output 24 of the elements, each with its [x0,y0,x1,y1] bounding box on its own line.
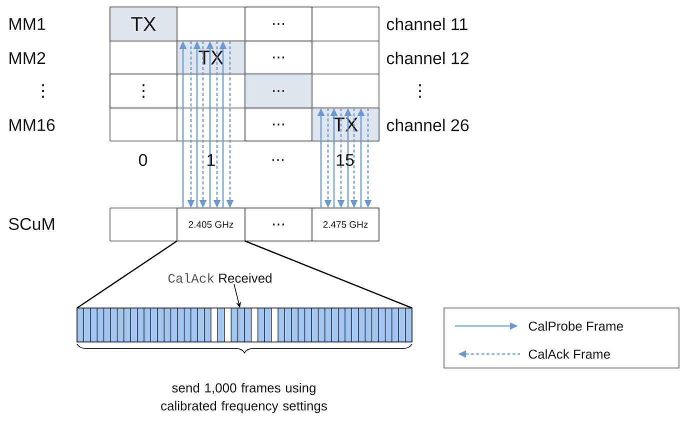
grid-cell: TX [110,6,178,42]
grid-cell: ... [244,6,312,42]
zoom-line [76,240,178,309]
frequency-cell: 2.475 GHz [312,208,380,242]
label: ⋮ [42,84,44,98]
label: channel 11 [386,18,468,30]
label: MM1 [10,18,46,30]
legend-label: CalAck Frame [528,349,610,359]
label: send 1,000 frames using calibrated frequency settings [161,382,327,414]
zoom-line [244,240,412,309]
label: 0 [138,154,148,166]
frequency-cell: ... [244,208,312,242]
label: ⋮ [419,84,421,98]
label: ... [272,159,284,161]
label: MM16 [10,118,55,132]
grid-cell: ... [244,74,312,108]
label: channel 12 [386,52,468,64]
label: MM2 [10,52,46,64]
frame-strip [76,308,412,342]
grid-cell: ⋮ [110,74,178,108]
frequency-cell: 2.405 GHz [176,208,246,242]
label: SCuM [8,218,54,230]
callout-text: CalAck Received [168,273,272,283]
legend-label: CalProbe Frame [528,321,623,331]
